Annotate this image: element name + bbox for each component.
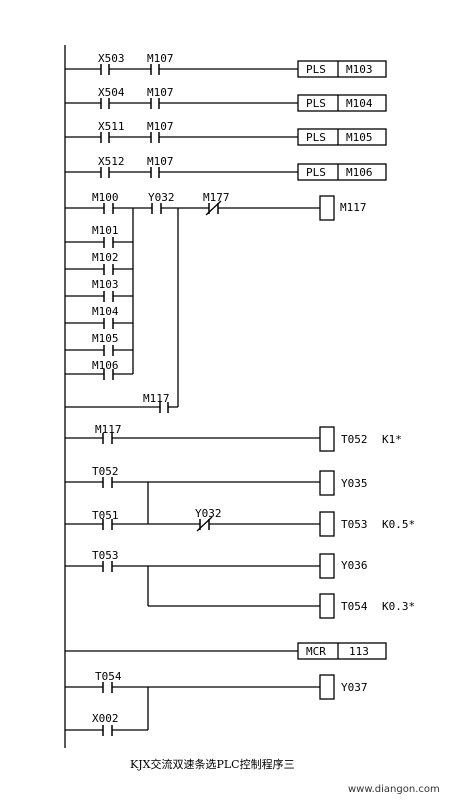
rung-10: MCR 113 (65, 642, 387, 660)
timer-constant: K1* (382, 433, 402, 446)
contact-label: X504 (98, 86, 125, 99)
instruction-name: PLS (306, 97, 326, 110)
rung-3: X511 M107 PLS M105 (65, 120, 387, 146)
coil-label: T052 (341, 433, 368, 446)
contact-label: M177 (203, 191, 230, 204)
rung-8: T051 Y032 T053 K0.5* (65, 482, 415, 537)
contact-label: M103 (92, 278, 119, 291)
coil-label: Y036 (341, 559, 368, 572)
contact-label: Y032 (195, 507, 222, 520)
instruction-operand: M105 (346, 131, 373, 144)
coil-label: T054 (341, 600, 368, 613)
coil-label: Y035 (341, 477, 368, 490)
instruction-name: PLS (306, 131, 326, 144)
rung-5: M100 M101 M102 M103 M104 M105 M106 (65, 191, 367, 413)
coil-y035 (319, 470, 335, 496)
rung-11: T054 Y037 X002 (65, 670, 368, 736)
contact-label: X511 (98, 120, 125, 133)
watermark: www.diangon.com (348, 784, 440, 795)
contact-label: M107 (147, 120, 174, 133)
diagram-caption: KJX交流双速条选PLC控制程序三 (130, 757, 295, 771)
contact-label: M101 (92, 224, 119, 237)
rung-1: X503 M107 PLS M103 (65, 52, 387, 78)
instruction-box (297, 163, 387, 181)
instruction-box (297, 642, 387, 660)
instruction-name: MCR (306, 645, 326, 658)
coil-label: T053 (341, 518, 368, 531)
instruction-operand: M106 (346, 166, 373, 179)
coil-t054 (319, 593, 335, 619)
coil-y037 (319, 674, 335, 700)
rung-9: T053 Y036 T054 K0.3* (65, 549, 415, 619)
contact-label: X503 (98, 52, 125, 65)
instruction-name: PLS (306, 63, 326, 76)
rung-7: T052 Y035 (65, 465, 368, 496)
instruction-box (297, 128, 387, 146)
contact-label: Y032 (148, 191, 175, 204)
coil-t053 (319, 511, 335, 537)
contact-label: T051 (92, 509, 119, 522)
contact-label: M107 (147, 86, 174, 99)
contact-label: X002 (92, 712, 119, 725)
contact-label: T052 (92, 465, 119, 478)
instruction-box (297, 60, 387, 78)
contact-label: M104 (92, 305, 119, 318)
contact-label: M117 (143, 392, 170, 405)
contact-label: M117 (95, 423, 122, 436)
contact-label: X512 (98, 155, 125, 168)
instruction-box (297, 94, 387, 112)
contact-label: T054 (95, 670, 122, 683)
timer-constant: K0.5* (382, 518, 415, 531)
coil-label: M117 (340, 201, 367, 214)
instruction-name: PLS (306, 166, 326, 179)
contact-label: M106 (92, 359, 119, 372)
rung-6: M117 T052 K1* (65, 423, 402, 452)
contact-label: M102 (92, 251, 119, 264)
coil-m117 (319, 195, 335, 221)
contact-label: M105 (92, 332, 119, 345)
rung-2: X504 M107 PLS M104 (65, 86, 387, 112)
coil-y036 (319, 553, 335, 579)
instruction-operand: 113 (349, 645, 369, 658)
rung-4: X512 M107 PLS M106 (65, 155, 387, 181)
contact-label: T053 (92, 549, 119, 562)
contact-label: M107 (147, 52, 174, 65)
coil-label: Y037 (341, 681, 368, 694)
timer-constant: K0.3* (382, 600, 415, 613)
contact-label: M100 (92, 191, 119, 204)
coil-t052 (319, 426, 335, 452)
instruction-operand: M103 (346, 63, 373, 76)
contact-label: M107 (147, 155, 174, 168)
instruction-operand: M104 (346, 97, 373, 110)
